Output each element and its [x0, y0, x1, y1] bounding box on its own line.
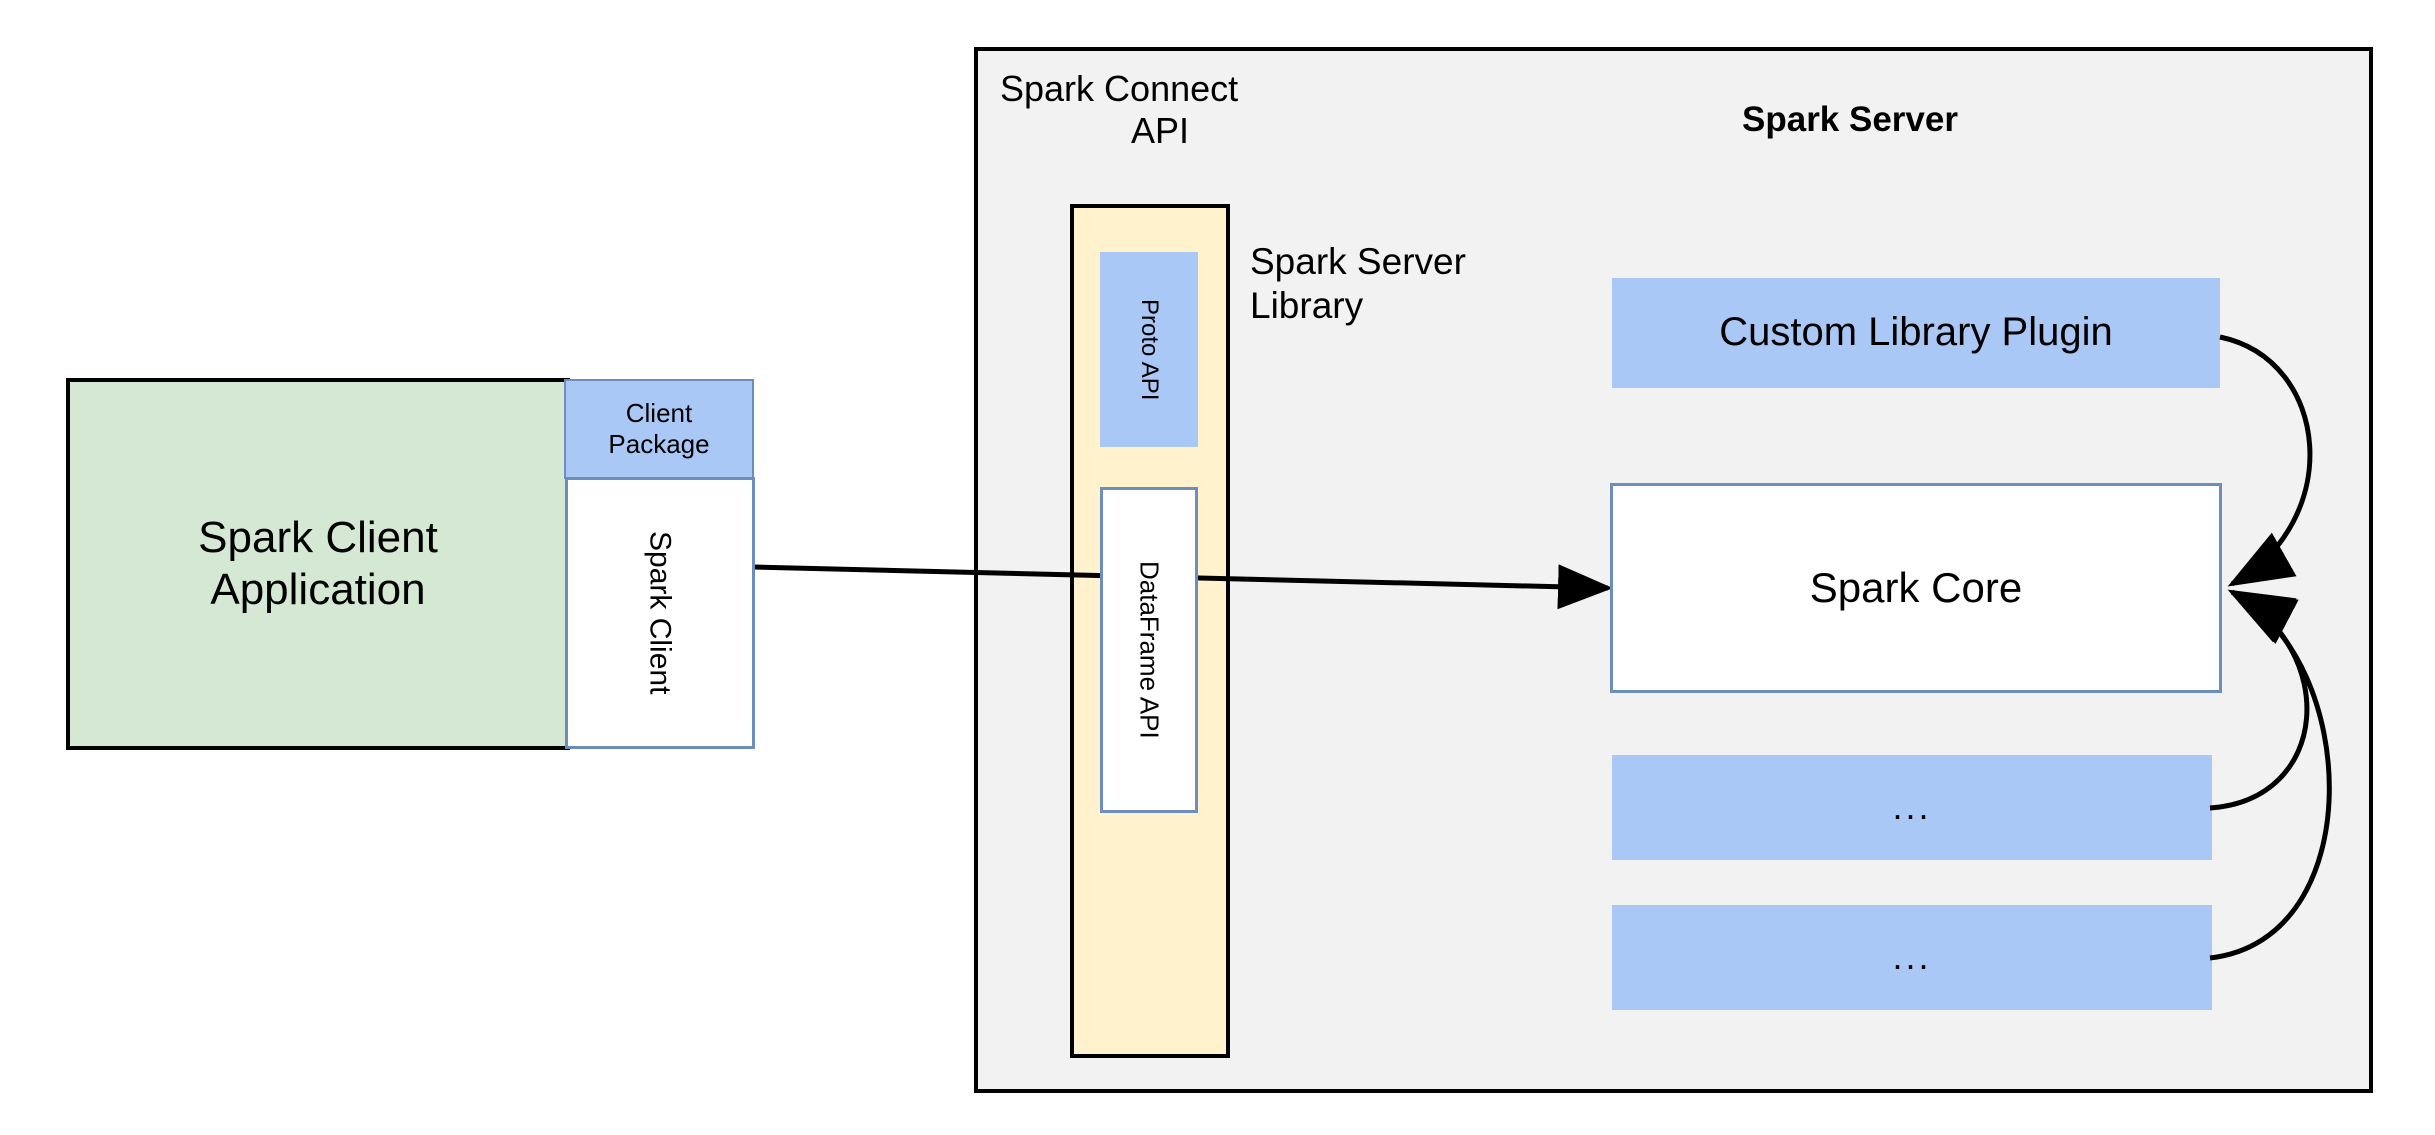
client-package-label-line2: Package	[608, 429, 710, 459]
spark-client-application-box: Spark Client Application	[66, 378, 570, 750]
server-component-placeholder-2-label: ...	[1892, 936, 1932, 978]
spark-server-library-label-line1: Spark Server	[1250, 241, 1466, 282]
server-component-placeholder-1: ...	[1612, 755, 2212, 860]
spark-connect-api-label-line2: API	[1130, 110, 1190, 152]
proto-api-box: Proto API	[1100, 252, 1198, 447]
spark-connect-api-label: Spark Connect API	[1000, 68, 1320, 158]
dataframe-api-label: DataFrame API	[1134, 561, 1165, 739]
client-package-box: Client Package	[564, 379, 754, 479]
spark-client-box: Spark Client	[565, 477, 755, 749]
spark-client-application-label-line1: Spark Client	[198, 513, 438, 563]
spark-connect-api-label-line1: Spark Connect	[1000, 68, 1239, 109]
spark-core-box: Spark Core	[1610, 483, 2222, 693]
spark-server-library-label-line2: Library	[1250, 284, 1364, 326]
server-component-placeholder-2: ...	[1612, 905, 2212, 1010]
custom-library-plugin-box: Custom Library Plugin	[1612, 278, 2220, 388]
spark-client-application-label: Spark Client Application	[186, 512, 450, 616]
spark-server-library-label: Spark Server Library	[1250, 240, 1550, 340]
proto-api-label: Proto API	[1136, 298, 1164, 401]
client-package-label: Client Package	[608, 398, 709, 459]
custom-library-plugin-label: Custom Library Plugin	[1719, 310, 2113, 355]
spark-server-title: Spark Server	[1742, 100, 1958, 140]
spark-client-label: Spark Client	[643, 531, 677, 695]
spark-client-application-label-line2: Application	[210, 565, 426, 614]
dataframe-api-box: DataFrame API	[1100, 487, 1198, 813]
server-component-placeholder-1-label: ...	[1892, 786, 1932, 828]
spark-core-label: Spark Core	[1809, 564, 2023, 612]
client-package-label-line1: Client	[625, 398, 693, 429]
